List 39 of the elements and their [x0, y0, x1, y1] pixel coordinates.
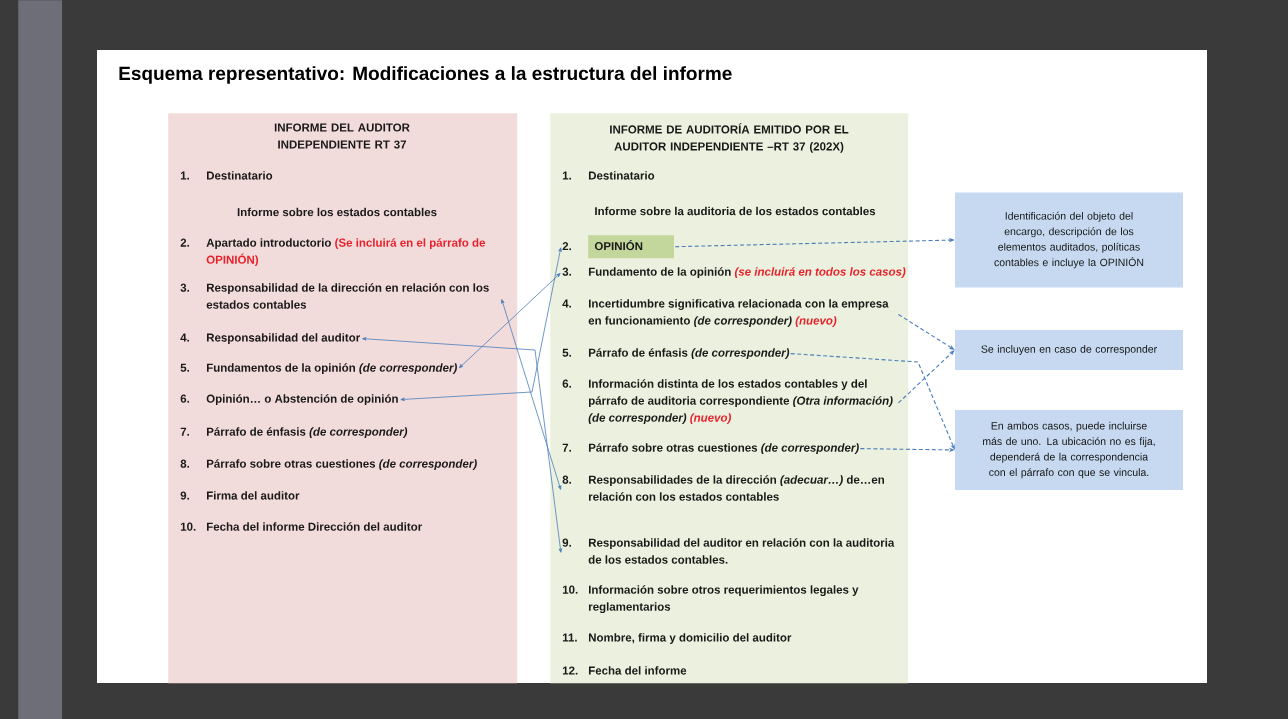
- list-item: 7. Párrafo sobre otras cuestiones (de corresponder): [562, 443, 859, 454]
- section-subheading: Informe sobre los estados contables: [237, 207, 437, 217]
- double-arrow: [458, 273, 561, 369]
- list-item: 1. Destinatario: [180, 171, 273, 180]
- slide-title: Esquema representativo: Modificaciones a la estructura del informe: [119, 66, 732, 84]
- list-item: 2. Apartado introductorio (Se incluirá en el párrafo de OPINIÓN): [180, 238, 486, 266]
- dashed-arrow: [790, 353, 955, 450]
- double-arrow: [501, 299, 562, 490]
- list-item: 6. Opinión… o Abstención de opinión: [180, 394, 398, 405]
- dashed-arrow: [897, 313, 955, 350]
- note-box: Se incluyen en caso de corresponder: [955, 330, 1183, 370]
- double-arrow: [362, 337, 563, 553]
- list-item: 4. Incertidumbre significativa relacionada con la empresa en funcionamiento (de corresponder) (nuevo): [562, 299, 889, 327]
- list-item: 11. Nombre, firma y domicilio del auditor: [562, 633, 792, 644]
- list-item: 8. Responsabilidades de la dirección (adecuar…) de…en relación con los estados contables: [562, 475, 884, 501]
- list-item: 9. Firma del auditor: [180, 491, 300, 500]
- panel-heading: INFORME DE AUDITORÍA EMITIDO POR EL AUDITOR INDEPENDIENTE –RT 37 (202X): [610, 123, 849, 153]
- list-item: 12. Fecha del informe: [562, 666, 687, 675]
- list-item: 7. Párrafo de énfasis (de corresponder): [180, 427, 408, 438]
- list-item: 5. Párrafo de énfasis (de corresponder): [562, 348, 790, 359]
- node-label: 2.: [562, 242, 571, 251]
- panel-heading: INFORME DEL AUDITOR INDEPENDIENTE RT 37: [274, 123, 410, 149]
- side-bar: [18, 0, 63, 719]
- double-arrow: [400, 247, 562, 402]
- list-item: 6. Información distinta de los estados contables y del párrafo de auditoria correspondiente (Otra información) (de corresponder) (nuevo): [562, 379, 893, 424]
- note-box: Identificación del objeto del encargo, descripción de los elementos auditados, políticas contables e incluye la OPINIÓN: [955, 192, 1183, 288]
- note-box: En ambos casos, puede incluirse más de uno. La ubicación no es fija, dependerá de la correspondencia con el párrafo con que se vincula.: [955, 410, 1183, 490]
- list-item: 1. Destinatario: [562, 171, 655, 180]
- list-item: 10. Fecha del informe Dirección del auditor: [180, 522, 422, 531]
- section-subheading: Informe sobre la auditoria de los estados contables: [595, 206, 876, 216]
- list-item: 5. Fundamentos de la opinión (de corresponder): [180, 363, 457, 374]
- list-item: 10. Información sobre otros requerimientos legales y reglamentarios: [562, 585, 859, 614]
- list-item: 9. Responsabilidad del auditor en relación con la auditoria de los estados contables.: [562, 538, 895, 564]
- list-item: 8. Párrafo sobre otras cuestiones (de corresponder): [180, 459, 477, 470]
- list-item: 4. Responsabilidad del auditor: [180, 333, 361, 344]
- dashed-arrow: [897, 350, 955, 404]
- list-item: 2. OPINIÓN: [562, 235, 674, 259]
- list-item: 3. Responsabilidad de la dirección en relación con los estados contables: [180, 283, 489, 309]
- list-item: 3. Fundamento de la opinión (se incluirá en todos los casos): [562, 267, 906, 278]
